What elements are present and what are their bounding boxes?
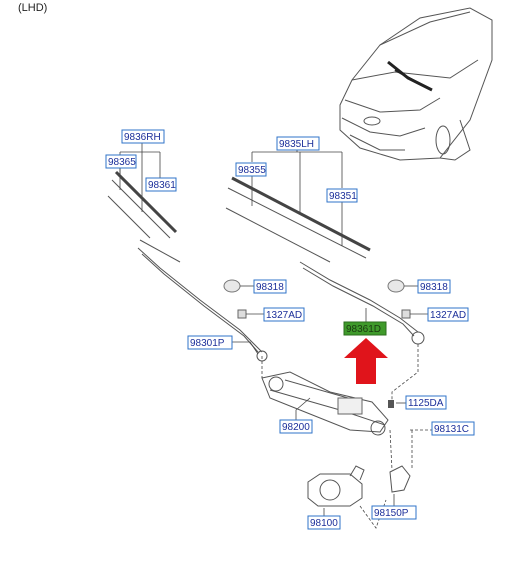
svg-text:1125DA: 1125DA (408, 398, 444, 409)
svg-text:1327AD: 1327AD (430, 310, 466, 321)
svg-text:98318: 98318 (420, 282, 448, 293)
nut-1327ad-right (401, 309, 411, 319)
svg-text:98131C: 98131C (434, 424, 469, 435)
bolt-1125da (388, 400, 394, 408)
lh-wiper-blade (225, 176, 371, 263)
svg-text:98301P: 98301P (190, 338, 225, 349)
label-98361[interactable]: 98361 (145, 177, 177, 192)
cap-98318-right (387, 279, 405, 293)
svg-text:98351: 98351 (329, 191, 357, 202)
label-98361d-highlighted[interactable]: 98361D (343, 321, 387, 336)
rh-wiper-blade (107, 170, 181, 263)
bracket-98150p (389, 430, 413, 493)
svg-text:98150P: 98150P (374, 508, 409, 519)
svg-text:98318: 98318 (256, 282, 284, 293)
label-98355[interactable]: 98355 (235, 162, 267, 177)
label-98150p[interactable]: 98150P (371, 505, 417, 520)
label-1125da[interactable]: 1125DA (405, 395, 447, 410)
label-98100[interactable]: 98100 (307, 515, 341, 530)
lhd-note: (LHD) (18, 2, 48, 14)
highlight-arrow (344, 338, 388, 384)
label-98301p[interactable]: 98301P (187, 335, 233, 350)
svg-text:1327AD: 1327AD (266, 310, 302, 321)
label-98318-right[interactable]: 98318 (417, 279, 451, 294)
label-9836rh[interactable]: 9836RH (121, 129, 165, 144)
label-1327ad-left[interactable]: 1327AD (263, 307, 305, 322)
label-98200[interactable]: 98200 (279, 419, 313, 434)
car-illustration (339, 7, 493, 161)
wiper-linkage (261, 371, 389, 436)
wiper-motor (307, 465, 365, 507)
label-98351[interactable]: 98351 (326, 188, 358, 203)
svg-text:98361D: 98361D (346, 324, 381, 335)
label-98318-left[interactable]: 98318 (253, 279, 287, 294)
label-98131c[interactable]: 98131C (431, 421, 475, 436)
svg-text:9836RH: 9836RH (124, 132, 161, 143)
svg-text:9835LH: 9835LH (279, 139, 314, 150)
label-9835lh[interactable]: 9835LH (276, 136, 320, 151)
label-98365[interactable]: 98365 (105, 154, 137, 169)
svg-text:98100: 98100 (310, 518, 338, 529)
cap-98318-left (223, 279, 241, 293)
svg-text:98200: 98200 (282, 422, 310, 433)
nut-1327ad-left (237, 309, 247, 319)
svg-text:98361: 98361 (148, 180, 176, 191)
label-1327ad-right[interactable]: 1327AD (427, 307, 469, 322)
svg-text:98365: 98365 (108, 157, 136, 168)
svg-text:98355: 98355 (238, 165, 266, 176)
